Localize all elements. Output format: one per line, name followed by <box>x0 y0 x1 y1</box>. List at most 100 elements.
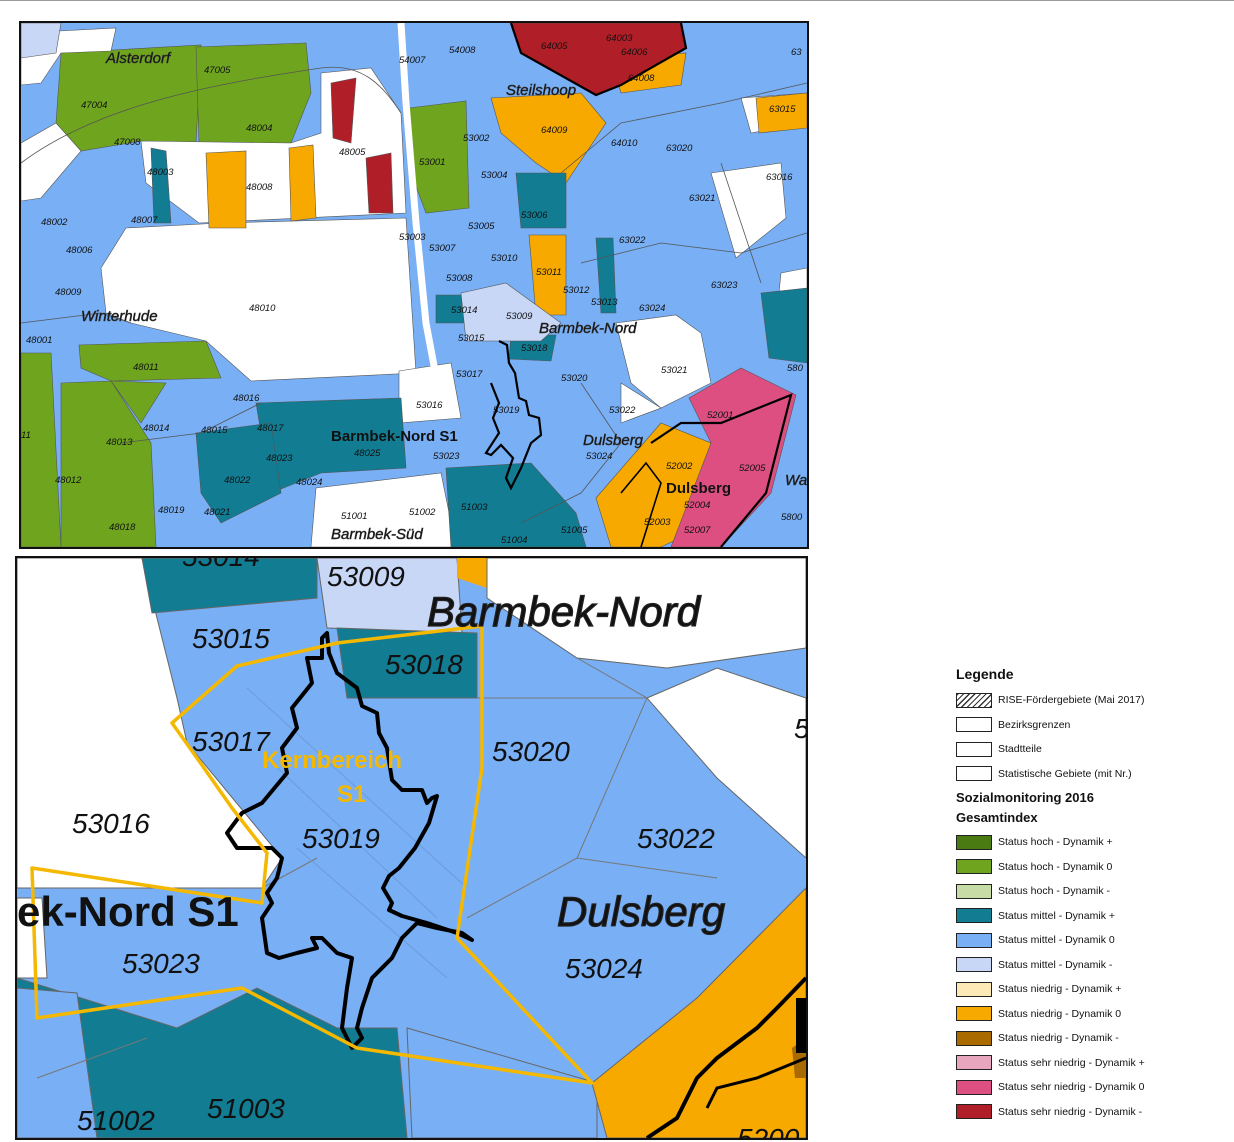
area-53021-fill <box>615 314 712 409</box>
legend-section-title: Sozialmonitoring 2016 <box>956 790 1094 805</box>
area-label: 63016 <box>766 172 793 183</box>
legend-item: Status mittel - Dynamik 0 <box>956 928 1226 953</box>
legend-row-bezirk: Bezirksgrenzen <box>956 713 1226 738</box>
legend-item: Status hoch - Dynamik + <box>956 830 1226 855</box>
kernbereich-outline <box>30 624 594 1085</box>
legend-label: Bezirksgrenzen <box>998 718 1071 731</box>
boundary-line-7 <box>720 162 762 284</box>
area-label: 48017 <box>257 423 284 434</box>
rise-marker-east <box>796 998 806 1053</box>
top-divider <box>0 0 1234 1</box>
area-48005a-fill <box>330 77 357 144</box>
area-label: 53022 <box>609 405 636 416</box>
legend-item-label: Status sehr niedrig - Dynamik - <box>998 1105 1143 1118</box>
kernbereich-label-line1: Kernbereich <box>262 747 402 774</box>
area-53016-fill <box>398 362 462 424</box>
area-label: 53018 <box>521 343 548 354</box>
area-48022-fill <box>195 422 282 524</box>
boundary-line-3 <box>560 82 807 174</box>
district-label-barmbek-nord-s1: ek-Nord S1 <box>17 888 239 935</box>
area-label: 54007 <box>399 55 426 66</box>
area-53006-fill <box>515 172 567 229</box>
area-label: 52005 <box>739 463 766 474</box>
rise-outline-dulsberg <box>650 393 793 547</box>
area-label: 51004 <box>501 535 527 546</box>
area-label: 48008 <box>246 182 273 193</box>
district-label-barmbek-nord: Barmbek-Nord <box>427 588 702 635</box>
area-label: 52002 <box>666 461 693 472</box>
legend-item-label: Status mittel - Dynamik 0 <box>998 934 1115 947</box>
color-swatch-icon <box>956 1104 992 1120</box>
area-48008-fill <box>205 150 247 229</box>
outline-swatch-icon <box>956 717 992 733</box>
district-label-winterhude: Winterhude <box>81 308 158 325</box>
area-label: 48010 <box>249 303 276 314</box>
detail-map-svg: Barmbek-Nord ek-Nord S1 Dulsberg Kernber… <box>17 558 806 1138</box>
district-label-barmbek-sued: Barmbek-Süd <box>331 526 423 543</box>
legend-item-label: Status sehr niedrig - Dynamik 0 <box>998 1081 1145 1094</box>
area-label: 48003 <box>147 167 174 178</box>
area-label: 53012 <box>563 285 590 296</box>
area-label: 53023 <box>433 451 460 462</box>
rise-outline-dulsberg-2 <box>705 1056 806 1109</box>
legend-item: Status hoch - Dynamik 0 <box>956 855 1226 880</box>
area-label: 53020 <box>561 373 588 384</box>
area-label: 52004 <box>684 500 710 511</box>
legend-item-label: Status hoch - Dynamik + <box>998 836 1113 849</box>
area-label: 48022 <box>224 475 251 486</box>
area-label: 53004 <box>481 170 507 181</box>
legend-item-label: Status mittel - Dynamik + <box>998 909 1115 922</box>
legend-item-label: Status hoch - Dynamik 0 <box>998 860 1113 873</box>
area-label: 52003 <box>644 517 671 528</box>
legend-item: Status sehr niedrig - Dynamik - <box>956 1100 1226 1125</box>
legend-item-label: Status mittel - Dynamik - <box>998 958 1113 971</box>
boundary-line-2 <box>21 312 132 324</box>
boundary-line-4 <box>580 232 807 264</box>
district-label-barmbek-nord: Barmbek-Nord <box>539 320 637 337</box>
legend-item-label: Status niedrig - Dynamik + <box>998 983 1122 996</box>
color-swatch-icon <box>956 1055 992 1071</box>
area-label: 48019 <box>158 505 185 516</box>
legend-item-label: Status niedrig - Dynamik 0 <box>998 1007 1122 1020</box>
area-label: 53016 <box>416 400 443 411</box>
area-label: 53022 <box>637 823 715 854</box>
hatch-swatch-icon <box>956 692 992 708</box>
area-label: 48021 <box>204 507 230 518</box>
area-label: 52001 <box>707 410 733 421</box>
area-48001-fill <box>21 352 62 547</box>
area-label: 63020 <box>666 143 693 154</box>
color-swatch-icon <box>956 1079 992 1095</box>
area-white-dulsberg <box>620 382 662 424</box>
color-swatch-icon <box>956 932 992 948</box>
overview-map[interactable]: Alsterdorf Steilshoop Winterhude Barmbek… <box>19 21 809 549</box>
area-label: 64009 <box>541 125 568 136</box>
outline-swatch-icon <box>956 741 992 757</box>
area-label: 53007 <box>429 243 456 254</box>
area-label: 53003 <box>399 232 426 243</box>
area-label: 48011 <box>133 362 159 373</box>
area-label: 53015 <box>192 623 270 654</box>
area-label: 53023 <box>122 948 200 979</box>
overview-map-svg: Alsterdorf Steilshoop Winterhude Barmbek… <box>21 23 807 547</box>
area-47005-fill <box>195 42 312 144</box>
area-label: 53021 <box>661 365 687 376</box>
area-label: 47008 <box>114 137 141 148</box>
district-label-wa: Wa <box>785 472 807 489</box>
detail-map[interactable]: Barmbek-Nord ek-Nord S1 Dulsberg Kernber… <box>15 556 808 1140</box>
legend-title: Legende <box>956 666 1014 682</box>
area-label: 11 <box>21 430 31 441</box>
rise-outline-dulsberg-inner <box>620 461 662 547</box>
area-label: 48013 <box>106 437 133 448</box>
area-label: 53014 <box>182 558 260 572</box>
area-label: 53016 <box>72 808 150 839</box>
area-label: 53011 <box>536 267 562 278</box>
area-label: 53008 <box>446 273 473 284</box>
area-label: 51002 <box>77 1105 155 1136</box>
area-label: 53017 <box>456 369 483 380</box>
area-label: 51001 <box>341 511 367 522</box>
outline-swatch-icon <box>956 766 992 782</box>
legend-item: Status mittel - Dynamik - <box>956 953 1226 978</box>
color-swatch-icon <box>956 908 992 924</box>
legend-row-statistische: Statistische Gebiete (mit Nr.) <box>956 762 1226 787</box>
district-label-alsterdorf: Alsterdorf <box>105 50 172 67</box>
